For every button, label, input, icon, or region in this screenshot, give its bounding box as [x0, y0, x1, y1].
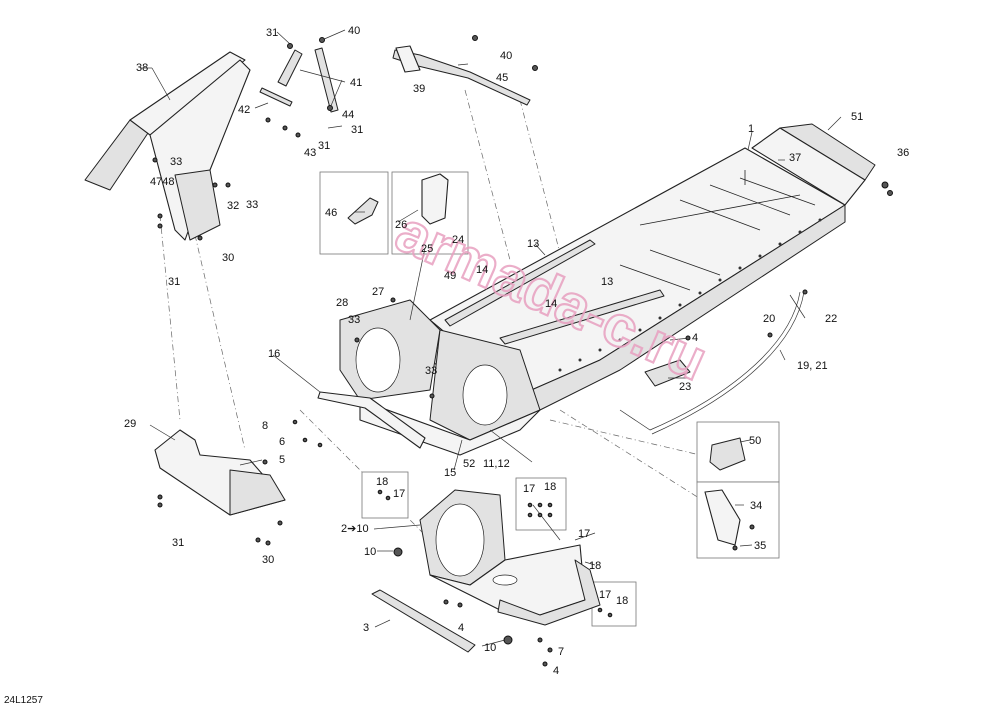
callout-33-inner: 33 — [425, 365, 437, 377]
hardware — [152, 35, 893, 667]
callout-37: 37 — [789, 152, 801, 164]
callout-44: 44 — [342, 109, 354, 121]
callout-17-center: 17 — [523, 483, 535, 495]
callout-19-21: 19, 21 — [797, 360, 828, 372]
callout-33-frame: 33 — [348, 314, 360, 326]
part-23 — [644, 359, 691, 387]
callout-labels: 1 3 4 4 4 5 6 7 8 2➔10 10 10 13 13 14 14… — [124, 25, 909, 677]
part-39 — [392, 45, 531, 106]
callout-8: 8 — [262, 420, 268, 432]
part-38 — [84, 51, 251, 241]
callout-24: 24 — [452, 234, 464, 246]
part-24 — [421, 173, 449, 225]
callout-4-upper: 4 — [692, 332, 698, 344]
callout-41: 41 — [350, 77, 362, 89]
callout-46: 46 — [325, 207, 337, 219]
part-46 — [347, 197, 379, 225]
callout-2-10: 2➔10 — [341, 523, 369, 535]
callout-49: 49 — [444, 270, 456, 282]
callout-47-48: 4748 — [150, 176, 174, 188]
callout-10-left: 10 — [364, 546, 376, 558]
callout-14-right: 14 — [545, 298, 557, 310]
callout-23: 23 — [679, 381, 691, 393]
drawing-code: 24L1257 — [4, 695, 43, 706]
callout-14-left: 14 — [476, 264, 488, 276]
callout-5: 5 — [279, 454, 285, 466]
callout-26: 26 — [395, 219, 407, 231]
part-3 — [371, 589, 476, 653]
lower-front-frame — [419, 489, 601, 626]
callout-4-lower: 4 — [458, 622, 464, 634]
callout-28: 28 — [336, 297, 348, 309]
callout-45: 45 — [496, 72, 508, 84]
callout-1: 1 — [748, 123, 754, 135]
callout-34: 34 — [750, 500, 762, 512]
callout-33-top: 33 — [170, 156, 182, 168]
callout-7: 7 — [558, 646, 564, 658]
part-19-21 — [619, 291, 801, 431]
callout-42: 42 — [238, 104, 250, 116]
callout-17-left: 17 — [393, 488, 405, 500]
callout-36: 36 — [897, 147, 909, 159]
callout-32: 32 — [227, 200, 239, 212]
callout-51: 51 — [851, 111, 863, 123]
callout-31-left: 31 — [168, 276, 180, 288]
front-frame — [317, 299, 541, 456]
callout-31-right: 31 — [351, 124, 363, 136]
callout-30-upper: 30 — [222, 252, 234, 264]
callout-52: 52 — [463, 458, 475, 470]
part-41-42 — [259, 47, 339, 113]
callout-31-mid: 31 — [318, 140, 330, 152]
callout-17-side: 17 — [578, 528, 590, 540]
callout-50: 50 — [749, 435, 761, 447]
callout-33-right: 33 — [246, 199, 258, 211]
callout-15: 15 — [444, 467, 456, 479]
callout-3: 3 — [363, 622, 369, 634]
callout-40-top: 40 — [348, 25, 360, 37]
callout-39: 39 — [413, 83, 425, 95]
callout-11-12: 11,12 — [483, 458, 510, 470]
callout-29: 29 — [124, 418, 136, 430]
callout-31-bottom: 31 — [172, 537, 184, 549]
part-34 — [704, 489, 741, 546]
part-29-5 — [154, 429, 286, 516]
callout-18-center: 18 — [544, 481, 556, 493]
callout-18-right: 18 — [616, 595, 628, 607]
callout-38: 38 — [136, 62, 148, 74]
callout-22: 22 — [825, 313, 837, 325]
callout-13-lower: 13 — [601, 276, 613, 288]
callout-18-side: 18 — [589, 560, 601, 572]
detail-box-17-18-left — [361, 471, 409, 519]
callout-43: 43 — [304, 147, 316, 159]
callout-27: 27 — [372, 286, 384, 298]
callout-31-top: 31 — [266, 27, 278, 39]
callout-35: 35 — [754, 540, 766, 552]
leader-lines — [140, 29, 842, 647]
callout-18-left: 18 — [376, 476, 388, 488]
callout-25: 25 — [421, 243, 433, 255]
callout-4-bottom: 4 — [553, 665, 559, 677]
callout-30-lower: 30 — [262, 554, 274, 566]
callout-20: 20 — [763, 313, 775, 325]
callout-17-right: 17 — [599, 589, 611, 601]
callout-40-right: 40 — [500, 50, 512, 62]
part-50 — [709, 437, 746, 471]
callout-6: 6 — [279, 436, 285, 448]
callout-10-bottom: 10 — [484, 642, 496, 654]
callout-16: 16 — [268, 348, 280, 360]
callout-13-upper: 13 — [527, 238, 539, 250]
